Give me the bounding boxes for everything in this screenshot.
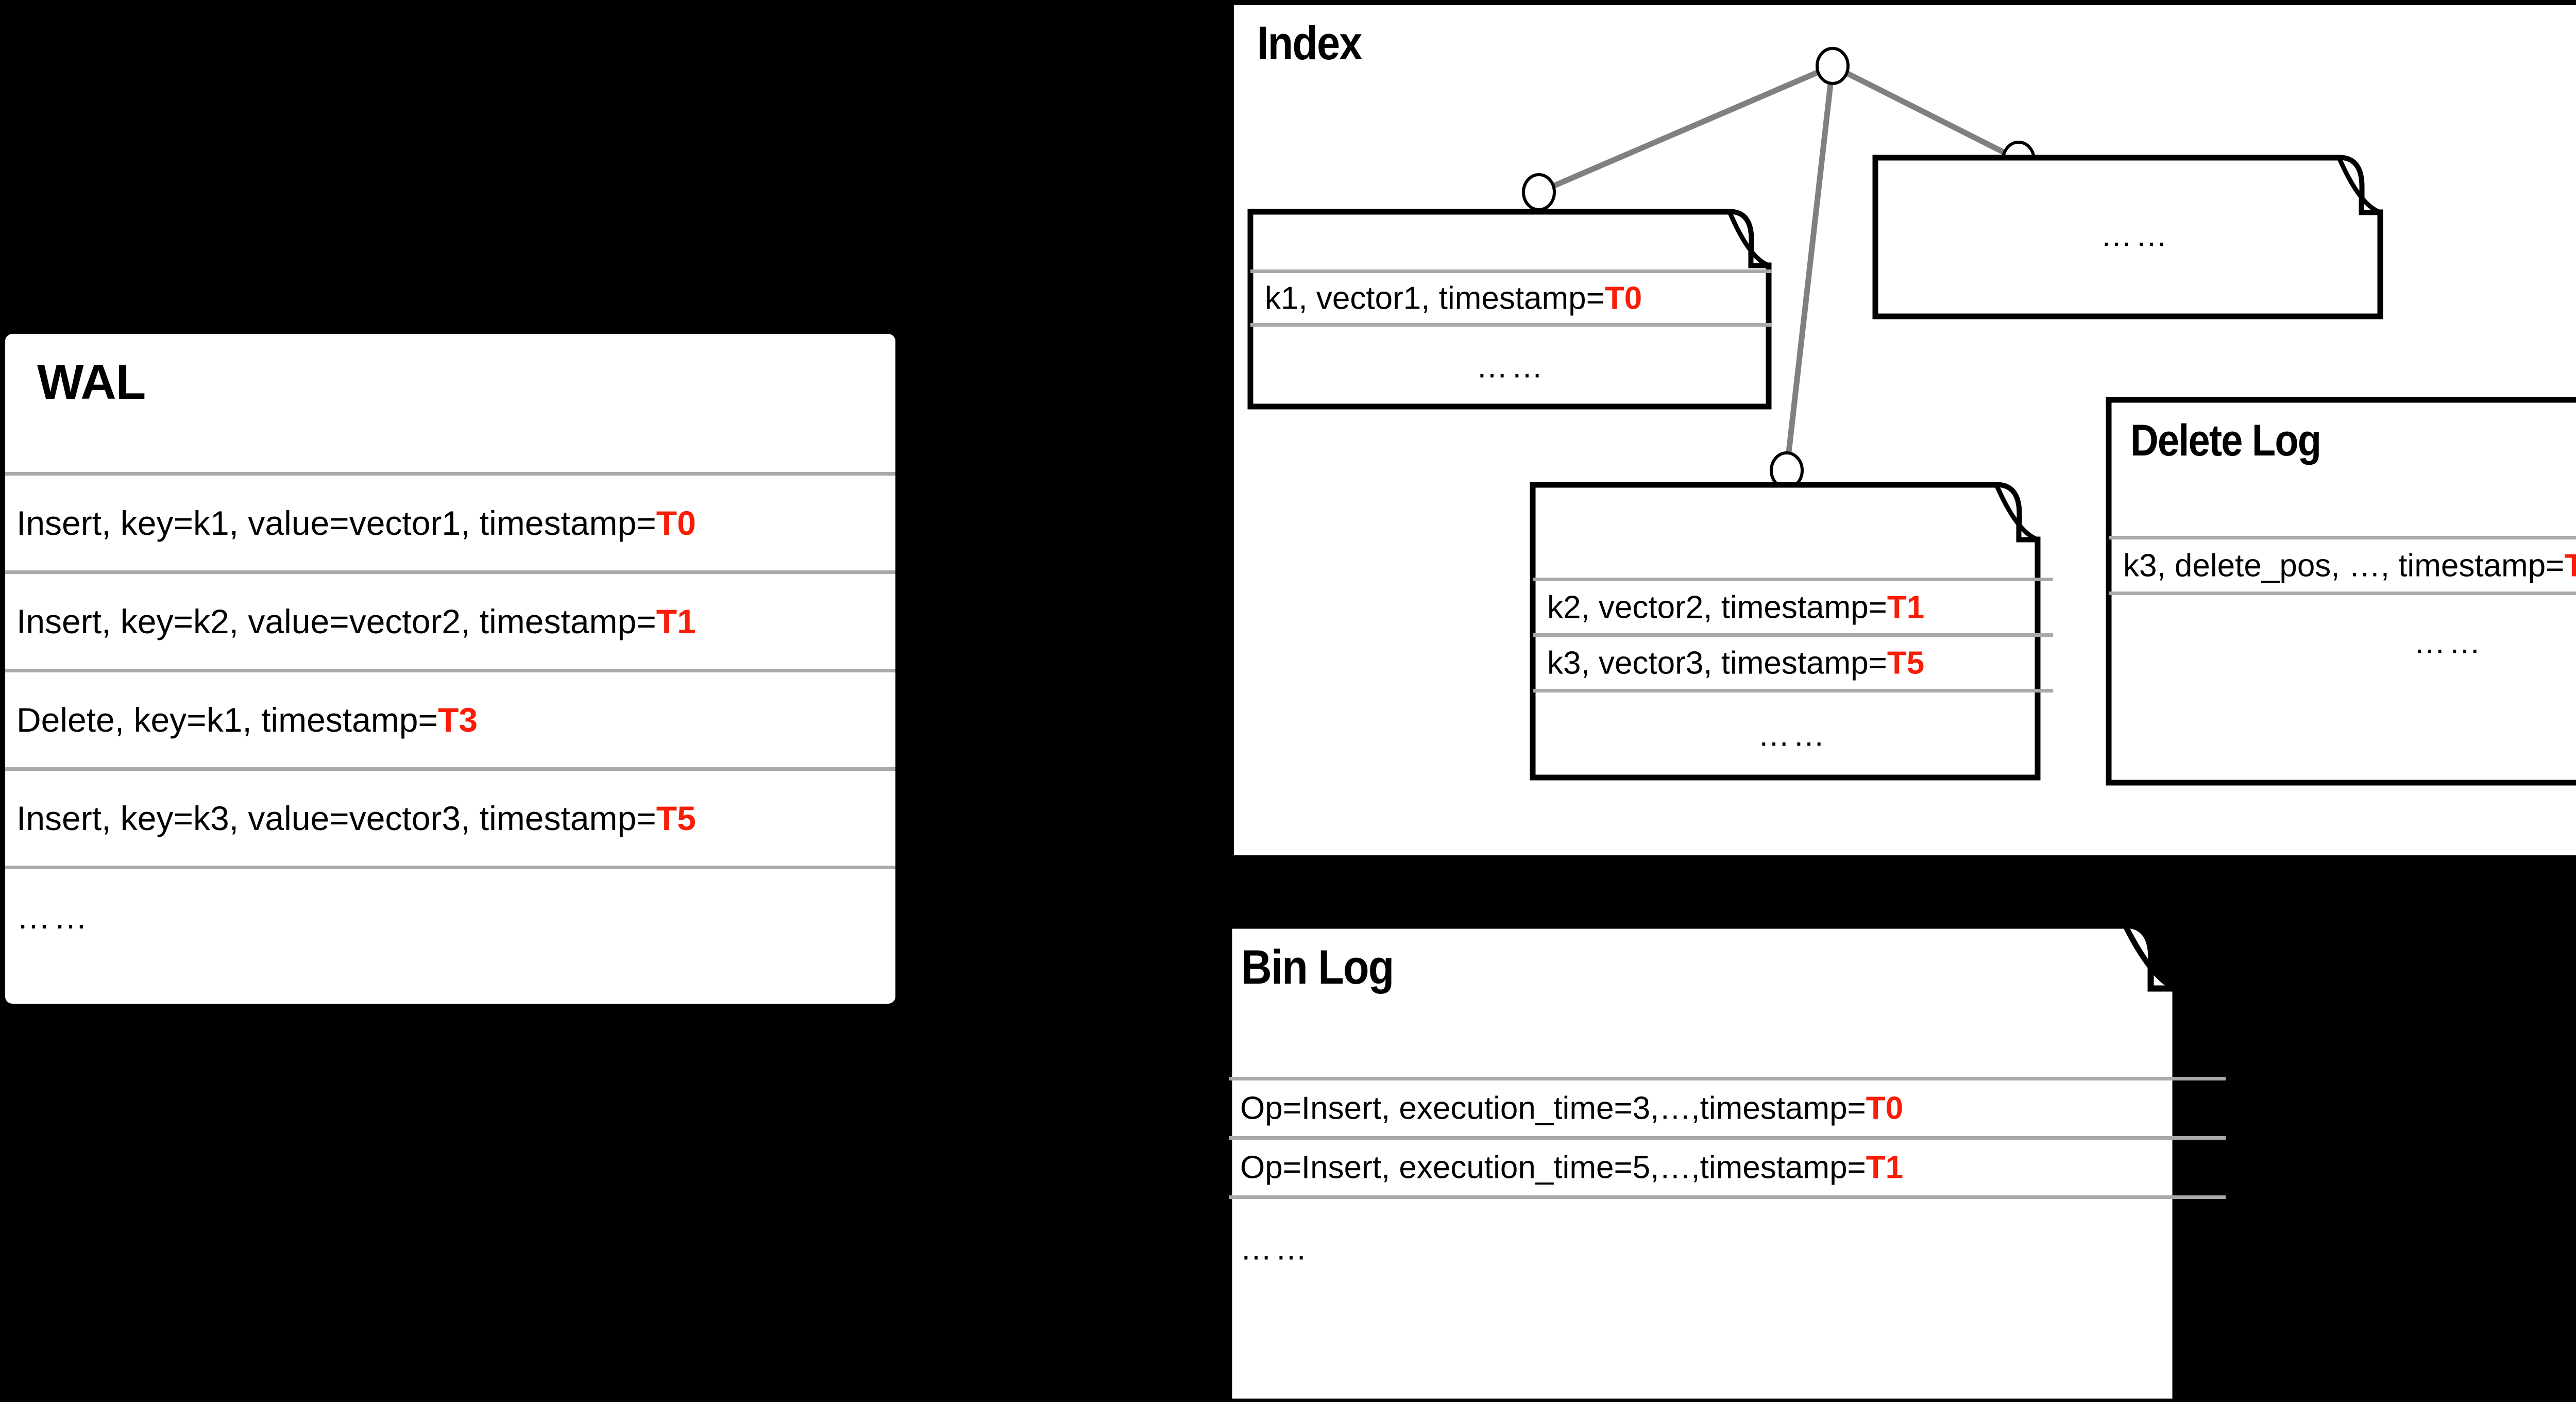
leaf-row-text: …… — [2100, 217, 2171, 254]
wal-row-text: Insert, key=k2, value=vector2, timestamp… — [16, 602, 696, 640]
leaf-row-text: k1, vector1, timestamp=T0 — [1265, 280, 1642, 316]
wal-title: WAL — [37, 354, 146, 410]
bin-log-row-text: …… — [1240, 1231, 1310, 1266]
wal-row: Insert, key=k2, value=vector2, timestamp… — [5, 570, 895, 669]
tree-edge-bottom — [1784, 65, 1836, 471]
delete-log-panel: Delete Log k3, delete_pos, …, timestamp=… — [2106, 397, 2576, 786]
timestamp-badge: T1 — [656, 602, 696, 640]
bin-log-panel: Bin Log Op=Insert, execution_time=3,…,ti… — [1225, 922, 2226, 1402]
timestamp-badge: T3 — [438, 701, 478, 739]
index-leaf-right: …… — [1872, 155, 2396, 319]
wal-row: Delete, key=k1, timestamp=T3 — [5, 669, 895, 767]
root-node — [1816, 47, 1850, 85]
delete-log-title: Delete Log — [2130, 416, 2321, 465]
wal-row-text: Insert, key=k1, value=vector1, timestamp… — [16, 504, 696, 542]
timestamp-badge: T1 — [1887, 589, 1925, 625]
timestamp-badge: T0 — [656, 504, 696, 542]
index-leaf-left: k1, vector1, timestamp=T0 …… — [1247, 209, 1772, 410]
leaf-row-text: …… — [1476, 349, 1546, 384]
delete-log-row-text: k3, delete_pos, …, timestamp=T3 — [2123, 547, 2576, 584]
timestamp-badge: T5 — [656, 799, 696, 837]
tree-edge-left — [1537, 63, 1834, 195]
index-leaf-middle: k2, vector2, timestamp=T1 k3, vector3, t… — [1530, 482, 2053, 781]
leaf-row-ellipsis: …… — [1250, 323, 1772, 407]
bin-log-row: Op=Insert, execution_time=5,…,timestamp=… — [1229, 1136, 2226, 1195]
bin-log-row-ellipsis: …… — [1229, 1195, 2226, 1298]
wal-row-text: …… — [16, 898, 91, 936]
child-node-left — [1522, 173, 1556, 211]
wal-row-ellipsis: …… — [5, 866, 895, 964]
leaf-row-text: k3, vector3, timestamp=T5 — [1547, 645, 1925, 681]
bin-log-row-text: Op=Insert, execution_time=5,…,timestamp=… — [1240, 1150, 1904, 1186]
wal-row-list: Insert, key=k1, value=vector1, timestamp… — [5, 472, 895, 964]
bin-log-row: Op=Insert, execution_time=3,…,timestamp=… — [1229, 1077, 2226, 1136]
tree-edge-right — [1831, 63, 2020, 162]
leaf-row-text: k2, vector2, timestamp=T1 — [1547, 589, 1925, 625]
delete-log-row-ellipsis: …… — [2109, 592, 2576, 689]
timestamp-badge: T0 — [1866, 1090, 1904, 1126]
leaf-row: k3, vector3, timestamp=T5 — [1533, 633, 2053, 689]
delete-log-row: k3, delete_pos, …, timestamp=T3 — [2109, 536, 2576, 592]
leaf-row-ellipsis: …… — [1875, 155, 2396, 316]
timestamp-badge: T0 — [1604, 280, 1642, 316]
timestamp-badge: T5 — [1887, 645, 1925, 681]
timestamp-badge: T1 — [1866, 1150, 1904, 1186]
leaf-row: k2, vector2, timestamp=T1 — [1533, 578, 2053, 633]
delete-log-row-text: …… — [2414, 624, 2484, 660]
wal-panel: WAL Insert, key=k1, value=vector1, times… — [5, 334, 895, 1004]
bin-log-title: Bin Log — [1241, 940, 1394, 994]
leaf-row: k1, vector1, timestamp=T0 — [1250, 269, 1772, 323]
timestamp-badge: T3 — [2564, 548, 2576, 583]
index-panel: Index k1, vector1, timestamp=T0 …… — [1234, 5, 2576, 855]
wal-row: Insert, key=k1, value=vector1, timestamp… — [5, 472, 895, 570]
leaf-row-ellipsis: …… — [1533, 689, 2053, 778]
leaf-row-text: …… — [1758, 717, 1828, 753]
bin-log-row-text: Op=Insert, execution_time=3,…,timestamp=… — [1240, 1090, 1904, 1126]
wal-row-text: Delete, key=k1, timestamp=T3 — [16, 701, 478, 739]
wal-row-text: Insert, key=k3, value=vector3, timestamp… — [16, 799, 696, 837]
index-title: Index — [1257, 17, 1362, 70]
wal-row: Insert, key=k3, value=vector3, timestamp… — [5, 767, 895, 866]
